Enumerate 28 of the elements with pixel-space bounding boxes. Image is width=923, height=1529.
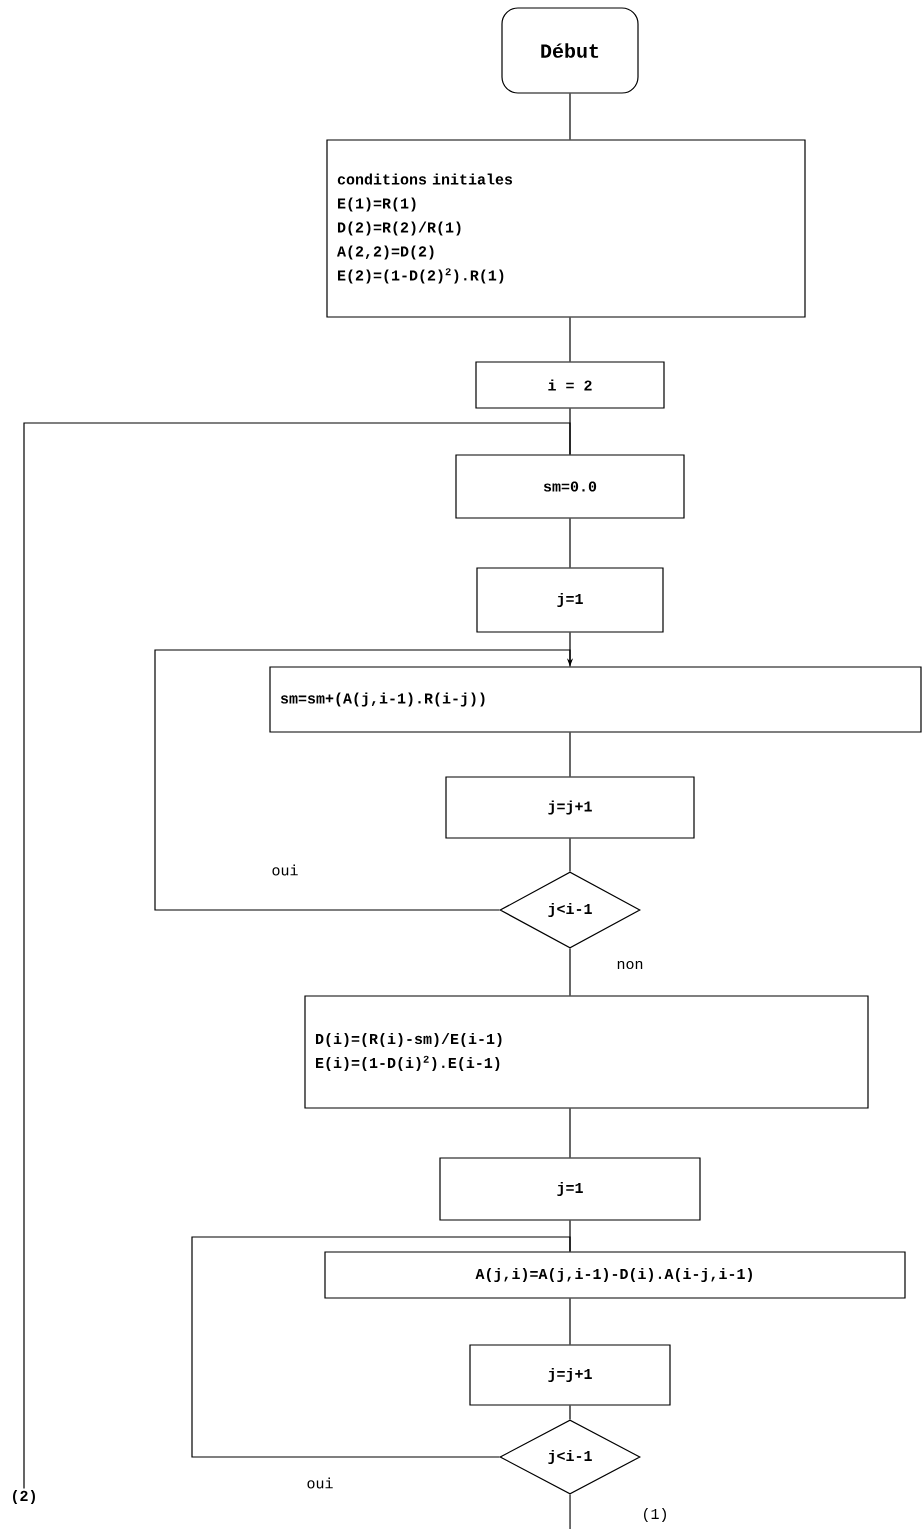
connector xyxy=(569,948,571,996)
connector xyxy=(569,732,571,777)
process-box: A(j,i)=A(j,i-1)-D(i).A(i-j,i-1) xyxy=(324,1251,906,1299)
connector xyxy=(154,649,574,911)
connector xyxy=(569,93,571,140)
edge-label: (1) xyxy=(640,1507,670,1523)
process-box: j=j+1 xyxy=(469,1344,671,1406)
connector xyxy=(569,838,571,872)
process-box: i = 2 xyxy=(475,361,665,409)
connector-label: (2) xyxy=(13,1490,35,1504)
process-box: j=1 xyxy=(439,1157,701,1221)
terminal-box: Début xyxy=(501,7,639,94)
process-box: sm=sm+(A(j,i-1).R(i-j)) xyxy=(269,666,922,733)
process-box: j=j+1 xyxy=(445,776,695,839)
connector xyxy=(569,1405,571,1420)
process-box: j=1 xyxy=(476,567,664,633)
connector xyxy=(569,518,571,568)
process-box: sm=0.0 xyxy=(455,454,685,519)
connector xyxy=(569,1298,571,1345)
edge-label: non xyxy=(615,959,645,971)
connector xyxy=(23,422,571,1489)
connector xyxy=(569,632,571,667)
process-box: conditions initiales E(1)=R(1) D(2)=R(2)/R(1) A(2,2)=D(2) E(2)=(1-D(2)$^{2}$).R(1) xyxy=(326,139,806,318)
connector xyxy=(569,1108,571,1158)
process-box: D(i)=(R(i)-sm)/E(i-1) E(i)=(1-D(i)$^{2}$).E(i-1) xyxy=(304,995,869,1109)
connector xyxy=(569,317,571,362)
connector xyxy=(569,1494,571,1529)
connector xyxy=(191,1236,571,1458)
